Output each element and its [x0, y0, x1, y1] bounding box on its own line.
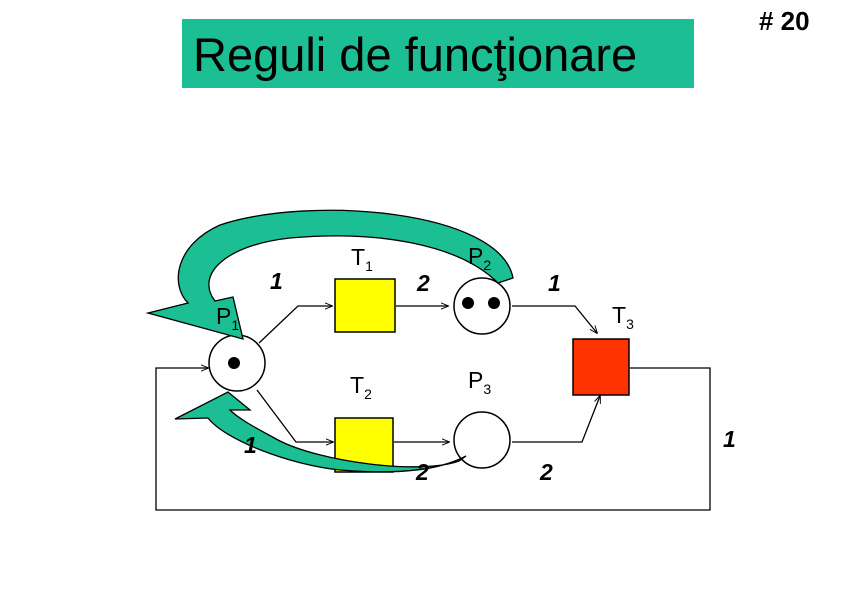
title-banner: [182, 19, 694, 88]
weight-p2-t3: 1: [548, 270, 561, 296]
weight-p1-t1: 1: [270, 268, 283, 294]
weight-t1-p2: 2: [416, 270, 430, 296]
arc-p1-t2: [256, 389, 333, 442]
slide-title: Reguli de funcţionare: [193, 28, 638, 81]
slide-number: # 20: [759, 6, 810, 36]
weight-t2-p3: 2: [415, 459, 429, 485]
token: [462, 297, 474, 309]
place-label-p2: P2: [468, 243, 491, 273]
weight-p1-t2: 1: [244, 432, 257, 458]
place-label-p3: P3: [468, 367, 491, 397]
transition-label-t1: T1: [351, 244, 373, 274]
arc-p1-t1: [258, 306, 332, 344]
arc-p2-t3: [512, 305, 597, 333]
flow-arrow-p2-to-p1: [145, 209, 514, 340]
transition-label-t3: T3: [612, 302, 634, 332]
weight-t3-p1: 1: [723, 426, 736, 452]
flow-arrow-p3-to-p1: [174, 391, 467, 473]
arc-p3-t3: [512, 396, 600, 443]
arc-t3-p1: [155, 368, 711, 511]
transition-t1: [334, 278, 396, 333]
transition-t3: [572, 338, 630, 396]
place-p2: [453, 277, 511, 335]
token: [488, 297, 500, 309]
place-p3: [453, 411, 511, 469]
weight-p3-t3: 2: [539, 459, 553, 485]
transition-label-t2: T2: [350, 372, 372, 402]
token: [228, 357, 240, 369]
place-label-p1: P1: [216, 303, 239, 333]
